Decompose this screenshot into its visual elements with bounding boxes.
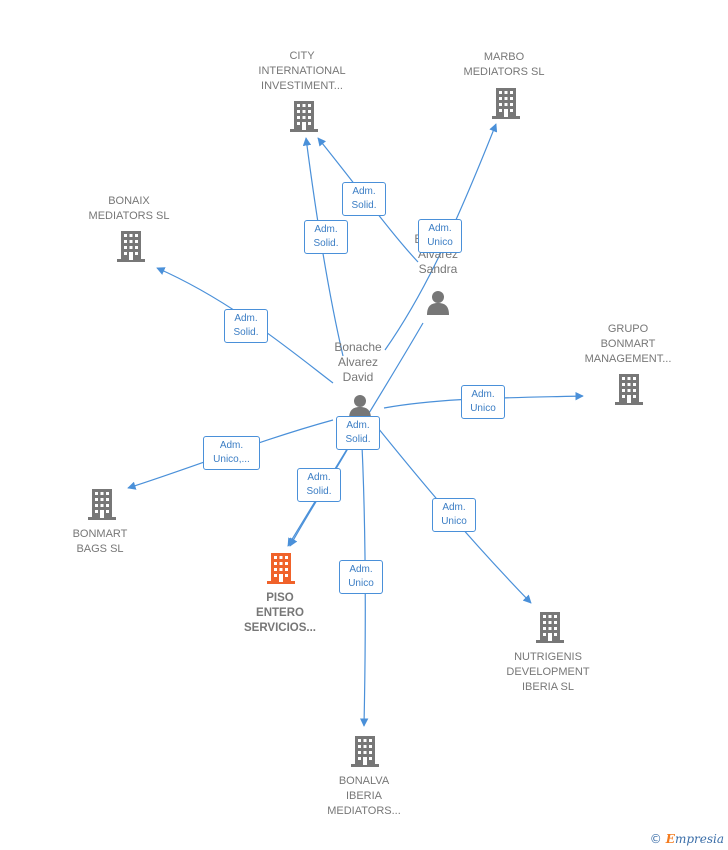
edge-label[interactable]: Adm.Unico [432,498,476,532]
edge-label[interactable]: Adm.Solid. [224,309,268,343]
building-icon[interactable] [536,612,564,643]
edge-label[interactable]: Adm.Unico [418,219,462,253]
empresia-watermark: ©Empresia [649,832,724,846]
edge-label[interactable]: Adm.Unico [339,560,383,594]
building-icon[interactable] [117,231,145,262]
building-icon[interactable] [615,374,643,405]
building-icon[interactable] [267,553,295,584]
edge-label[interactable]: Adm.Unico,... [203,436,260,470]
edge-david-city-1 [302,137,344,357]
edge-david-marbo [384,123,498,351]
person-icon[interactable] [427,291,449,315]
building-icon[interactable] [290,101,318,132]
edge-label[interactable]: Adm.Solid. [297,468,341,502]
building-icon[interactable] [88,489,116,520]
edge-label[interactable]: Adm.Solid. [304,220,348,254]
building-icon[interactable] [492,88,520,119]
edge-label[interactable]: Adm.Unico [461,385,505,419]
building-icon[interactable] [351,736,379,767]
edge-label[interactable]: Adm.Solid. [342,182,386,216]
edge-label[interactable]: Adm.Solid. [336,416,380,450]
